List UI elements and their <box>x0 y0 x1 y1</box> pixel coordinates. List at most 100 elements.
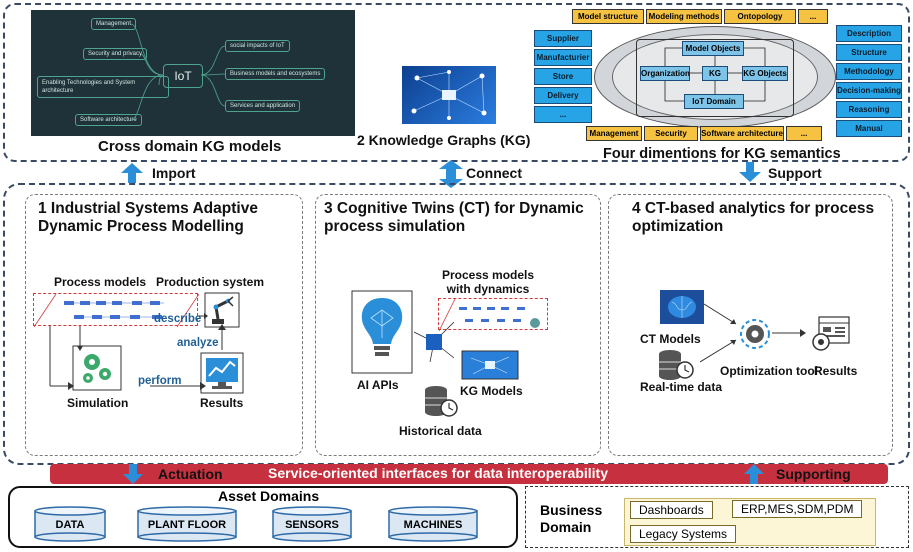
describe-arrow <box>198 313 208 319</box>
optimization-tool-label: Optimization tool <box>720 364 818 378</box>
mindmap-node: Business models and ecosystems <box>225 68 326 80</box>
semantic-top-box: Model structure <box>572 9 644 24</box>
semantic-top-box: Modeling methods <box>646 9 722 24</box>
results-chart-icon <box>200 352 244 394</box>
mindmap-node: Services and application <box>225 100 301 112</box>
results-label-1: Results <box>200 396 244 410</box>
mindmap-node: Software architecture <box>75 114 142 126</box>
kg-semantics-figure: Model structure Modeling methods Ontopol… <box>532 6 904 142</box>
semantic-top-box: Ontopology <box>724 9 796 24</box>
section-3-title: 3 Cognitive Twins (CT) for Dynamic proce… <box>324 200 584 235</box>
semantic-bottom-box: Software architecture <box>700 126 784 141</box>
historical-data-label: Historical data <box>399 424 482 438</box>
business-item-dashboards: Dashboards <box>630 501 713 519</box>
robot-arm-icon <box>204 292 240 328</box>
node-organization: Organization <box>640 66 690 81</box>
service-bar-label: Service-oriented interfaces for data int… <box>268 465 608 481</box>
historical-database-icon <box>425 386 458 417</box>
process-model-diagram <box>33 293 200 328</box>
results-dashboard-icon <box>812 316 850 351</box>
ai-lightbulb-icon <box>351 290 413 374</box>
cylinder-icon <box>272 506 352 542</box>
semantic-right-box: Manual <box>836 120 902 137</box>
ct-models-brain-icon <box>660 290 704 324</box>
mindmap-center: IoT <box>163 64 203 88</box>
kg-caption: 2 Knowledge Graphs (KG) <box>357 132 531 148</box>
iot-mindmap-image: Management Security and privacy Enabling… <box>31 10 355 136</box>
process-flow-icon <box>33 293 200 328</box>
asset-cylinder-plant-floor: PLANT FLOOR <box>137 506 237 542</box>
kg-models-label: KG Models <box>460 384 523 398</box>
simulation-gears-icon <box>72 345 122 391</box>
cylinder-icon <box>388 506 478 542</box>
semantic-left-box: Delivery <box>534 87 592 104</box>
import-arrow-icon <box>121 163 143 183</box>
semantic-node-links <box>664 47 766 102</box>
asset-cylinder-machines: MACHINES <box>388 506 478 542</box>
asset-label: MACHINES <box>403 519 463 531</box>
asset-domains-panel <box>8 486 518 548</box>
connect-label: Connect <box>466 165 522 181</box>
ai-apis-label: AI APIs <box>357 378 399 392</box>
cross-domain-caption: Cross domain KG models <box>98 138 282 155</box>
connect-arrow-icon <box>439 160 463 188</box>
section-1-title: 1 Industrial Systems Adaptive Dynamic Pr… <box>38 200 258 235</box>
mindmap-connectors <box>130 23 226 121</box>
semantic-left-box: Manufacturier <box>534 49 592 66</box>
describe-label: describe <box>154 313 202 325</box>
service-bar <box>50 464 888 484</box>
dynamic-process-flow-icon <box>438 298 540 332</box>
semantic-left-box: ... <box>534 106 592 123</box>
asset-label: PLANT FLOOR <box>147 519 227 531</box>
semantic-left-box: Store <box>534 68 592 85</box>
realtime-database-icon <box>659 350 694 380</box>
network-graph-icon <box>411 70 487 120</box>
analyze-label: analyze <box>177 337 219 349</box>
section-4-panel <box>608 194 893 456</box>
node-kg: KG <box>702 66 728 81</box>
semantic-left-box: Supplier <box>534 30 592 47</box>
business-item-legacy: Legacy Systems <box>630 525 737 543</box>
semantic-right-box: Methodology <box>836 63 902 80</box>
asset-label: SENSORS <box>285 519 339 531</box>
results-label-2: Results <box>814 364 858 378</box>
asset-label: DATA <box>55 519 85 531</box>
support-label: Support <box>768 165 822 181</box>
node-model-objects: Model Objects <box>682 41 744 56</box>
section-3-panel <box>315 194 601 456</box>
supporting-arrow-icon <box>744 464 764 484</box>
business-item-erp: ERP,MES,SDM,PDM <box>732 500 863 518</box>
semantic-right-box: Decision-making <box>836 82 902 99</box>
asset-cylinder-sensors: SENSORS <box>272 506 352 542</box>
section4-flow-lines <box>700 303 806 363</box>
semantic-right-box: Reasoning <box>836 101 902 118</box>
dynamic-process-diagram <box>438 298 548 332</box>
mindmap-node: Management <box>91 18 137 30</box>
supporting-label: Supporting <box>776 466 851 482</box>
mindmap-node: social impacts of IoT <box>225 40 290 52</box>
section-1-panel <box>25 194 303 456</box>
support-arrow-icon <box>739 162 761 182</box>
node-iot-domain: IoT Domain <box>684 94 744 109</box>
business-domain-panel <box>525 486 909 548</box>
realtime-data-label: Real-time data <box>640 380 723 394</box>
process-models-label: Process models <box>54 275 147 289</box>
process-models-dynamics-label: Process models with dynamics <box>442 268 535 296</box>
four-dimensions-caption: Four dimentions for KG semantics <box>603 146 841 162</box>
actuation-arrow-icon <box>123 464 143 484</box>
cylinder-icon <box>137 506 237 542</box>
actuation-label: Actuation <box>158 466 223 482</box>
semantic-bottom-box: Security <box>644 126 698 141</box>
import-label: Import <box>152 165 196 181</box>
center-network-icon <box>414 322 454 362</box>
asset-cylinder-data: DATA <box>34 506 106 542</box>
semantic-right-box: Description <box>836 25 902 42</box>
asset-domains-title: Asset Domains <box>218 488 320 504</box>
semantic-bottom-box: ... <box>786 126 822 141</box>
business-domain-title: Business Domain <box>540 502 603 535</box>
node-kg-objects: KG Objects <box>742 66 788 81</box>
semantic-bottom-box: Management <box>586 126 642 141</box>
semantic-top-box: ... <box>798 9 828 24</box>
semantic-right-box: Structure <box>836 44 902 61</box>
production-system-label: Production system <box>156 275 265 289</box>
